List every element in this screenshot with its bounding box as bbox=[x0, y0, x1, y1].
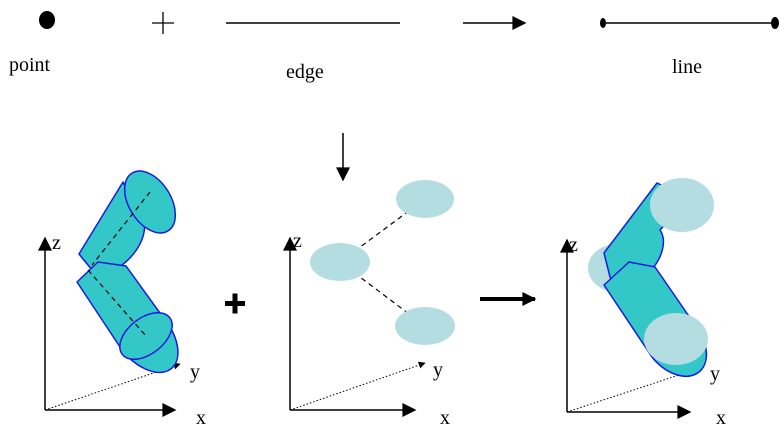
edge-label: edge bbox=[286, 61, 324, 83]
axis-z-label: z bbox=[569, 234, 578, 256]
line-label: line bbox=[672, 56, 702, 78]
axis-y-label: y bbox=[190, 361, 200, 383]
result-disk-bottom bbox=[644, 313, 708, 365]
point-label: point bbox=[9, 54, 51, 76]
disk-middle bbox=[310, 243, 370, 281]
plus-symbol-small bbox=[152, 12, 174, 34]
line-with-endpoints bbox=[600, 17, 779, 29]
axis-x-label: x bbox=[440, 407, 450, 424]
point-dot bbox=[39, 11, 55, 29]
axis-x-label: x bbox=[196, 407, 206, 424]
plus-operator bbox=[225, 293, 245, 314]
lower-cylinder bbox=[76, 261, 179, 374]
axis-y-label: y bbox=[710, 363, 720, 385]
axes-1: z y x bbox=[38, 232, 206, 429]
upper-cylinder bbox=[78, 170, 177, 274]
panel-result: z y x bbox=[560, 178, 726, 429]
result-disk-top bbox=[650, 178, 714, 232]
disk-bottom bbox=[395, 307, 455, 345]
axes-2: z y x bbox=[283, 230, 450, 429]
panel-cylinders: z y x bbox=[38, 170, 206, 429]
axis-z-label: z bbox=[293, 230, 302, 252]
disk-top bbox=[396, 180, 454, 218]
primitives-row: point edge line bbox=[9, 11, 779, 83]
axis-y-label: y bbox=[433, 359, 443, 381]
axis-z-label: z bbox=[52, 232, 61, 254]
panel-disks: z y x bbox=[283, 180, 455, 429]
axis-x-label: x bbox=[716, 407, 726, 424]
